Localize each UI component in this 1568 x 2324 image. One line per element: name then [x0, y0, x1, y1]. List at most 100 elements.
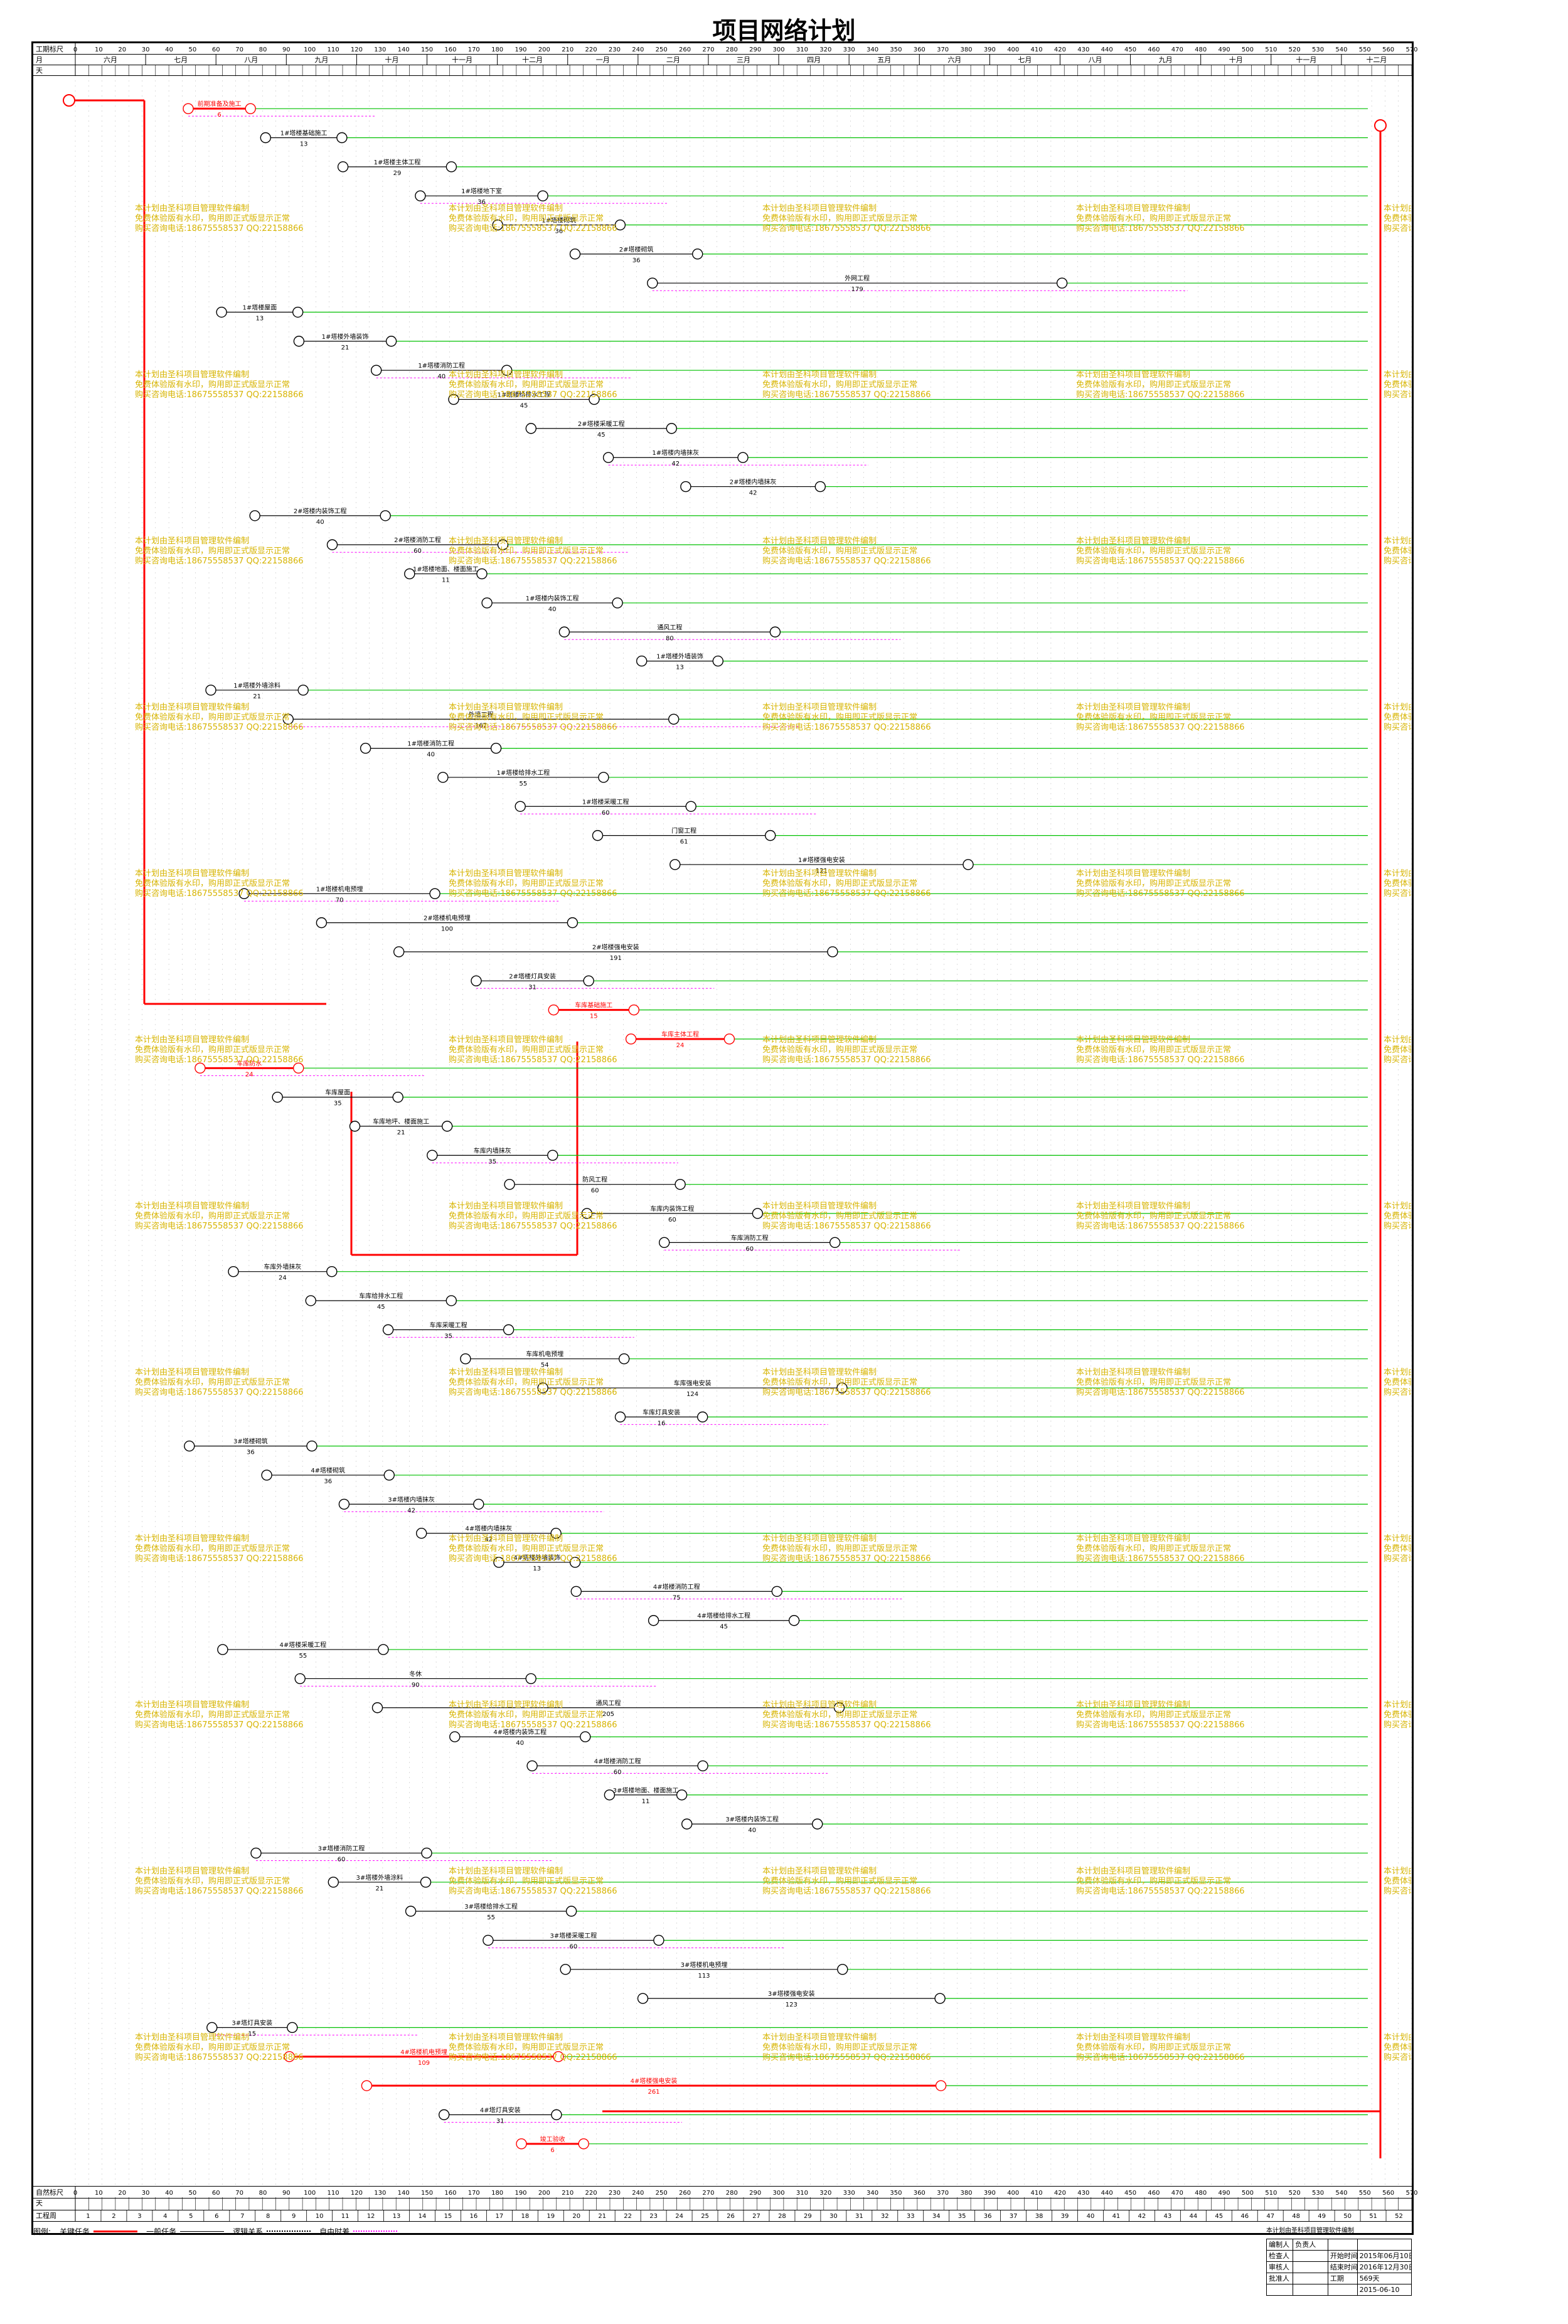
week-label: 44 [1189, 2213, 1197, 2220]
legend-critical: 关键任务 [60, 2226, 138, 2237]
top-tick-label: 10 [95, 46, 103, 53]
event-node [250, 1847, 262, 1859]
title-block-cell [1328, 2239, 1358, 2250]
watermark-line: 购买咨询电话:18675558537 QQ:22158866 [762, 889, 931, 898]
task-duration: 60 [668, 1217, 676, 1223]
bottom-tick-label: 70 [235, 2190, 243, 2197]
watermark-line: 购买咨询电话:18675558537 QQ:22158866 [1384, 1055, 1411, 1065]
top-tick-label: 440 [1101, 46, 1113, 53]
task-duration: 40 [437, 373, 445, 380]
task-label: 4#塔楼消防工程 [594, 1757, 641, 1765]
watermark-line: 免费体验版有水印，购用即正式版显示正常 [1384, 1212, 1411, 1221]
event-node [393, 946, 405, 957]
watermark-line: 本计划由圣科项目管理软件编制 [449, 1867, 563, 1876]
task-label: 4#塔楼砌筑 [311, 1466, 345, 1474]
bottom-day-scale: 天 [33, 2197, 1412, 2210]
task-duration: 40 [316, 519, 324, 526]
watermark-line: 本计划由圣科项目管理软件编制 [135, 1368, 250, 1377]
watermark-text: 本计划由圣科项目管理软件编制免费体验版有水印，购用即正式版显示正常购买咨询电话:… [762, 1035, 931, 1065]
watermark-text: 本计划由圣科项目管理软件编制免费体验版有水印，购用即正式版显示正常购买咨询电话:… [1384, 1368, 1411, 1398]
watermark-line: 本计划由圣科项目管理软件编制 [1384, 1700, 1411, 1710]
watermark-text: 本计划由圣科项目管理软件编制免费体验版有水印，购用即正式版显示正常购买咨询电话:… [1384, 2033, 1411, 2063]
task-label: 1#塔楼外墙涂料 [233, 681, 280, 690]
top-tick-label: 70 [235, 46, 243, 53]
watermark-line: 本计划由圣科项目管理软件编制 [1384, 1202, 1411, 1211]
watermark-text: 本计划由圣科项目管理软件编制免费体验版有水印，购用即正式版显示正常购买咨询电话:… [449, 2033, 617, 2063]
task-label: 4#塔楼内装饰工程 [493, 1728, 547, 1736]
watermark-line: 免费体验版有水印，购用即正式版显示正常 [449, 1378, 604, 1387]
event-node [814, 481, 826, 493]
bottom-tick-label: 100 [304, 2190, 316, 2197]
watermark-line: 本计划由圣科项目管理软件编制 [135, 536, 250, 546]
week-label: 11 [341, 2213, 349, 2220]
event-node [449, 1731, 461, 1742]
task-duration: 15 [590, 1013, 598, 1020]
event-node [550, 1528, 562, 1539]
bottom-tick-label: 350 [890, 2190, 902, 2197]
top-tick-label: 550 [1359, 46, 1371, 53]
diagram-frame [31, 41, 1414, 2235]
event-node [691, 248, 703, 260]
event-node [837, 1964, 848, 1975]
task-duration: 45 [377, 1304, 385, 1311]
task-duration: 61 [680, 839, 688, 846]
task-duration: 6 [550, 2147, 554, 2154]
watermark-line: 本计划由圣科项目管理软件编制 [449, 869, 563, 878]
watermark-line: 本计划由圣科项目管理软件编制 [135, 1202, 250, 1211]
week-label: 46 [1240, 2213, 1249, 2220]
task-label: 4#塔楼采暖工程 [280, 1641, 327, 1649]
event-node [504, 1178, 515, 1190]
task-duration: 36 [247, 1449, 255, 1456]
week-label: 14 [419, 2213, 427, 2220]
watermark-text: 本计划由圣科项目管理软件编制免费体验版有水印，购用即正式版显示正常购买咨询电话:… [1384, 204, 1411, 234]
watermark-text: 本计划由圣科项目管理软件编制免费体验版有水印，购用即正式版显示正常购买咨询电话:… [1384, 869, 1411, 899]
task-duration: 55 [299, 1653, 307, 1660]
top-tick-label: 410 [1031, 46, 1043, 53]
event-node [537, 1382, 548, 1394]
bottom-tick-label: 440 [1101, 2190, 1113, 2197]
task-label: 前期准备及施工 [198, 100, 242, 108]
event-node [567, 917, 579, 929]
task-label: 3#塔楼机电预埋 [681, 1961, 728, 1969]
week-label: 30 [829, 2213, 838, 2220]
event-node [963, 859, 974, 870]
title-block-row: 2015-06-10 [1267, 2284, 1411, 2295]
watermark-text: 本计划由圣科项目管理软件编制免费体验版有水印，购用即正式版显示正常购买咨询电话:… [762, 1534, 931, 1564]
watermark-line: 购买咨询电话:18675558537 QQ:22158866 [1384, 1222, 1411, 1231]
event-node [628, 1004, 639, 1016]
event-node [261, 1469, 272, 1481]
week-label: 42 [1138, 2213, 1146, 2220]
watermark-text: 本计划由圣科项目管理软件编制免费体验版有水印，购用即正式版显示正常购买咨询电话:… [135, 869, 304, 899]
watermark-line: 免费体验版有水印，购用即正式版显示正常 [1076, 1544, 1232, 1554]
title-block-cell: 负责人 [1293, 2239, 1328, 2250]
watermark-text: 本计划由圣科项目管理软件编制免费体验版有水印，购用即正式版显示正常购买咨询电话:… [1076, 703, 1245, 733]
top-tick-label: 280 [726, 46, 738, 53]
top-tick-label: 400 [1007, 46, 1019, 53]
watermark-line: 免费体验版有水印，购用即正式版显示正常 [449, 1710, 604, 1720]
legend-critical-swatch [93, 2230, 138, 2232]
event-node [570, 1586, 582, 1597]
task-duration: 90 [412, 1682, 420, 1688]
event-node [460, 1353, 471, 1365]
event-node [442, 1121, 453, 1132]
title-block-cell [1358, 2239, 1411, 2250]
watermark-line: 免费体验版有水印，购用即正式版显示正常 [1076, 2043, 1232, 2052]
event-node [648, 1615, 659, 1626]
watermark-line: 购买咨询电话:18675558537 QQ:22158866 [135, 1554, 304, 1564]
watermark-line: 免费体验版有水印，购用即正式版显示正常 [449, 879, 604, 888]
watermark-line: 免费体验版有水印，购用即正式版显示正常 [1076, 1212, 1232, 1221]
week-label: 36 [984, 2213, 992, 2220]
event-node [371, 1702, 383, 1714]
event-node [361, 2080, 373, 2091]
event-node [934, 1993, 946, 2004]
week-label: 7 [240, 2213, 244, 2220]
task-label: 1#塔楼外墙装饰 [656, 653, 703, 661]
watermark-line: 免费体验版有水印，购用即正式版显示正常 [1384, 2043, 1411, 2052]
task-label: 4#塔楼强电安装 [631, 2077, 678, 2085]
watermark-line: 本计划由圣科项目管理软件编制 [449, 370, 563, 380]
top-tick-label: 160 [444, 46, 456, 53]
bottom-tick-label: 220 [585, 2190, 597, 2197]
event-node [392, 1091, 403, 1103]
week-label: 37 [1010, 2213, 1018, 2220]
